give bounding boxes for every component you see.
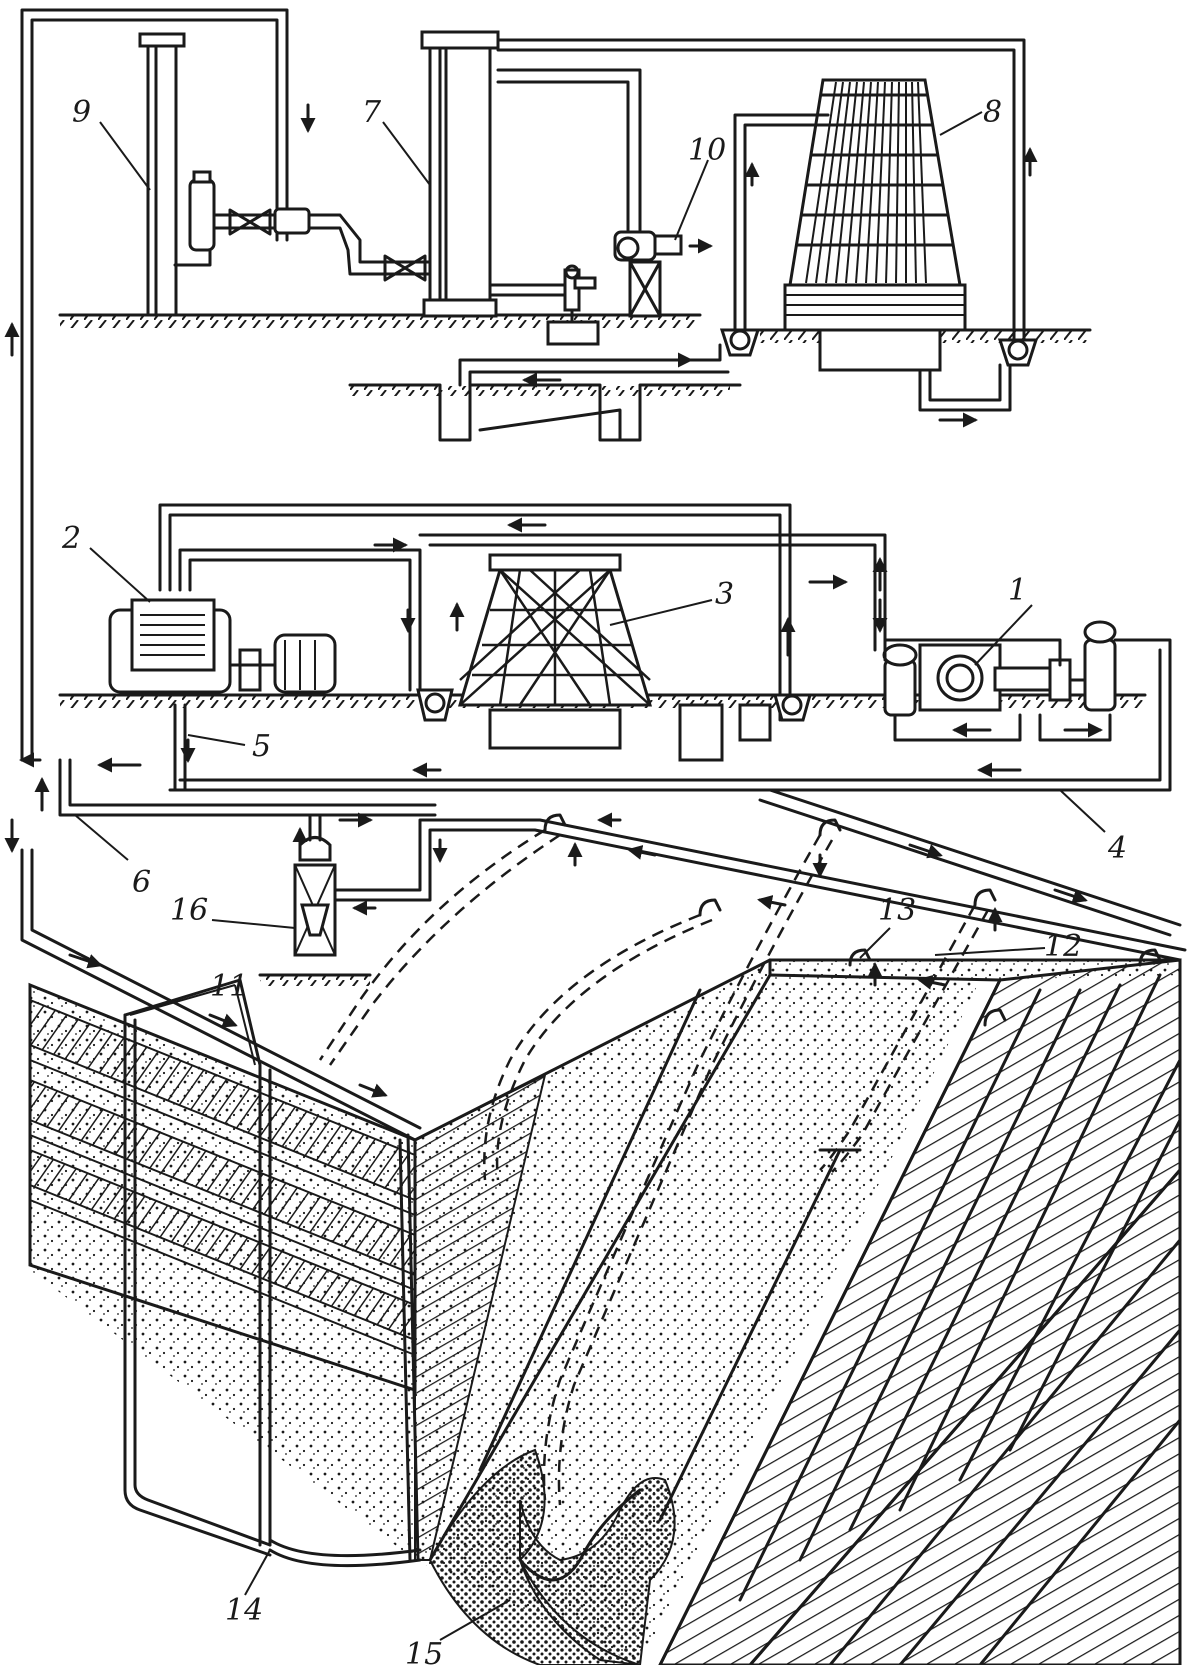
top-plant-section [4,8,1092,762]
wellhead-f [983,1008,1007,1027]
pump-near-9 [188,178,216,252]
pipe-6 [58,758,437,817]
wellhead-d [973,888,997,907]
leader-lines [74,111,1106,1641]
label-16: 16 [170,893,208,928]
tower-7-cap [420,30,500,50]
main-return-pipe-inner [30,18,279,762]
machine-2 [108,598,337,694]
valve-top-2 [228,208,272,236]
open-pit [413,958,1182,1665]
tower-7-base [422,298,498,318]
pipe-to-shaft-b [768,788,1182,927]
strata-right-block [658,958,1182,1665]
pipe-loop-second [178,548,422,692]
labels: 1 2 3 4 5 6 7 8 9 10 11 12 13 14 15 16 [61,95,1127,1665]
label-7: 7 [362,95,382,130]
pipe-loop-third [418,533,887,652]
dashed-pipes-12 [318,828,990,1506]
column-9 [146,38,178,317]
cooling-tower-8 [783,78,967,372]
valve-top-1 [273,207,311,235]
label-14: 14 [225,1593,263,1628]
label-3: 3 [715,577,734,612]
label-4: 4 [1107,831,1127,866]
main-return-pipe [20,8,289,762]
tower-3 [457,553,653,750]
label-9: 9 [72,95,91,130]
ground-hatch-top [60,316,700,328]
pipe-left-down [20,848,417,1142]
pipe-to-shaft-a [333,828,1182,962]
pipe-7-to-10 [496,68,642,232]
wellhead-13 [848,948,872,967]
pipe-7-to-right [496,38,1026,342]
valve-top-3 [383,254,427,282]
pipe-bottom-right [918,363,1012,412]
label-12: 12 [1044,929,1082,964]
wellhead-b [698,898,722,917]
pipe-machine-1 [883,638,1062,667]
label-8: 8 [983,95,1002,130]
label-6: 6 [132,865,151,900]
pipe-4 [168,638,1172,792]
label-1: 1 [1008,573,1027,608]
middle-plant-section [4,503,1172,853]
pipe-loop-top [158,503,792,722]
underground-section [20,788,1187,1665]
label-10: 10 [688,133,726,168]
column-9-cap [138,32,186,48]
sump-middle [678,703,724,762]
collector-16 [258,836,372,986]
label-5: 5 [252,729,271,764]
label-13: 13 [878,893,916,928]
sump-box-top [546,320,600,346]
pipe-9-to-7 [198,213,432,264]
label-15: 15 [405,1637,443,1665]
drain-pipes-11 [123,978,422,1568]
wellhead-e [1138,948,1162,967]
label-11: 11 [210,969,248,1004]
wellhead-a [543,813,567,832]
pump-near-9-top [192,170,212,184]
label-2: 2 [61,521,81,556]
wellhead-c [818,818,842,837]
pipe-into-tower-8 [733,113,830,332]
